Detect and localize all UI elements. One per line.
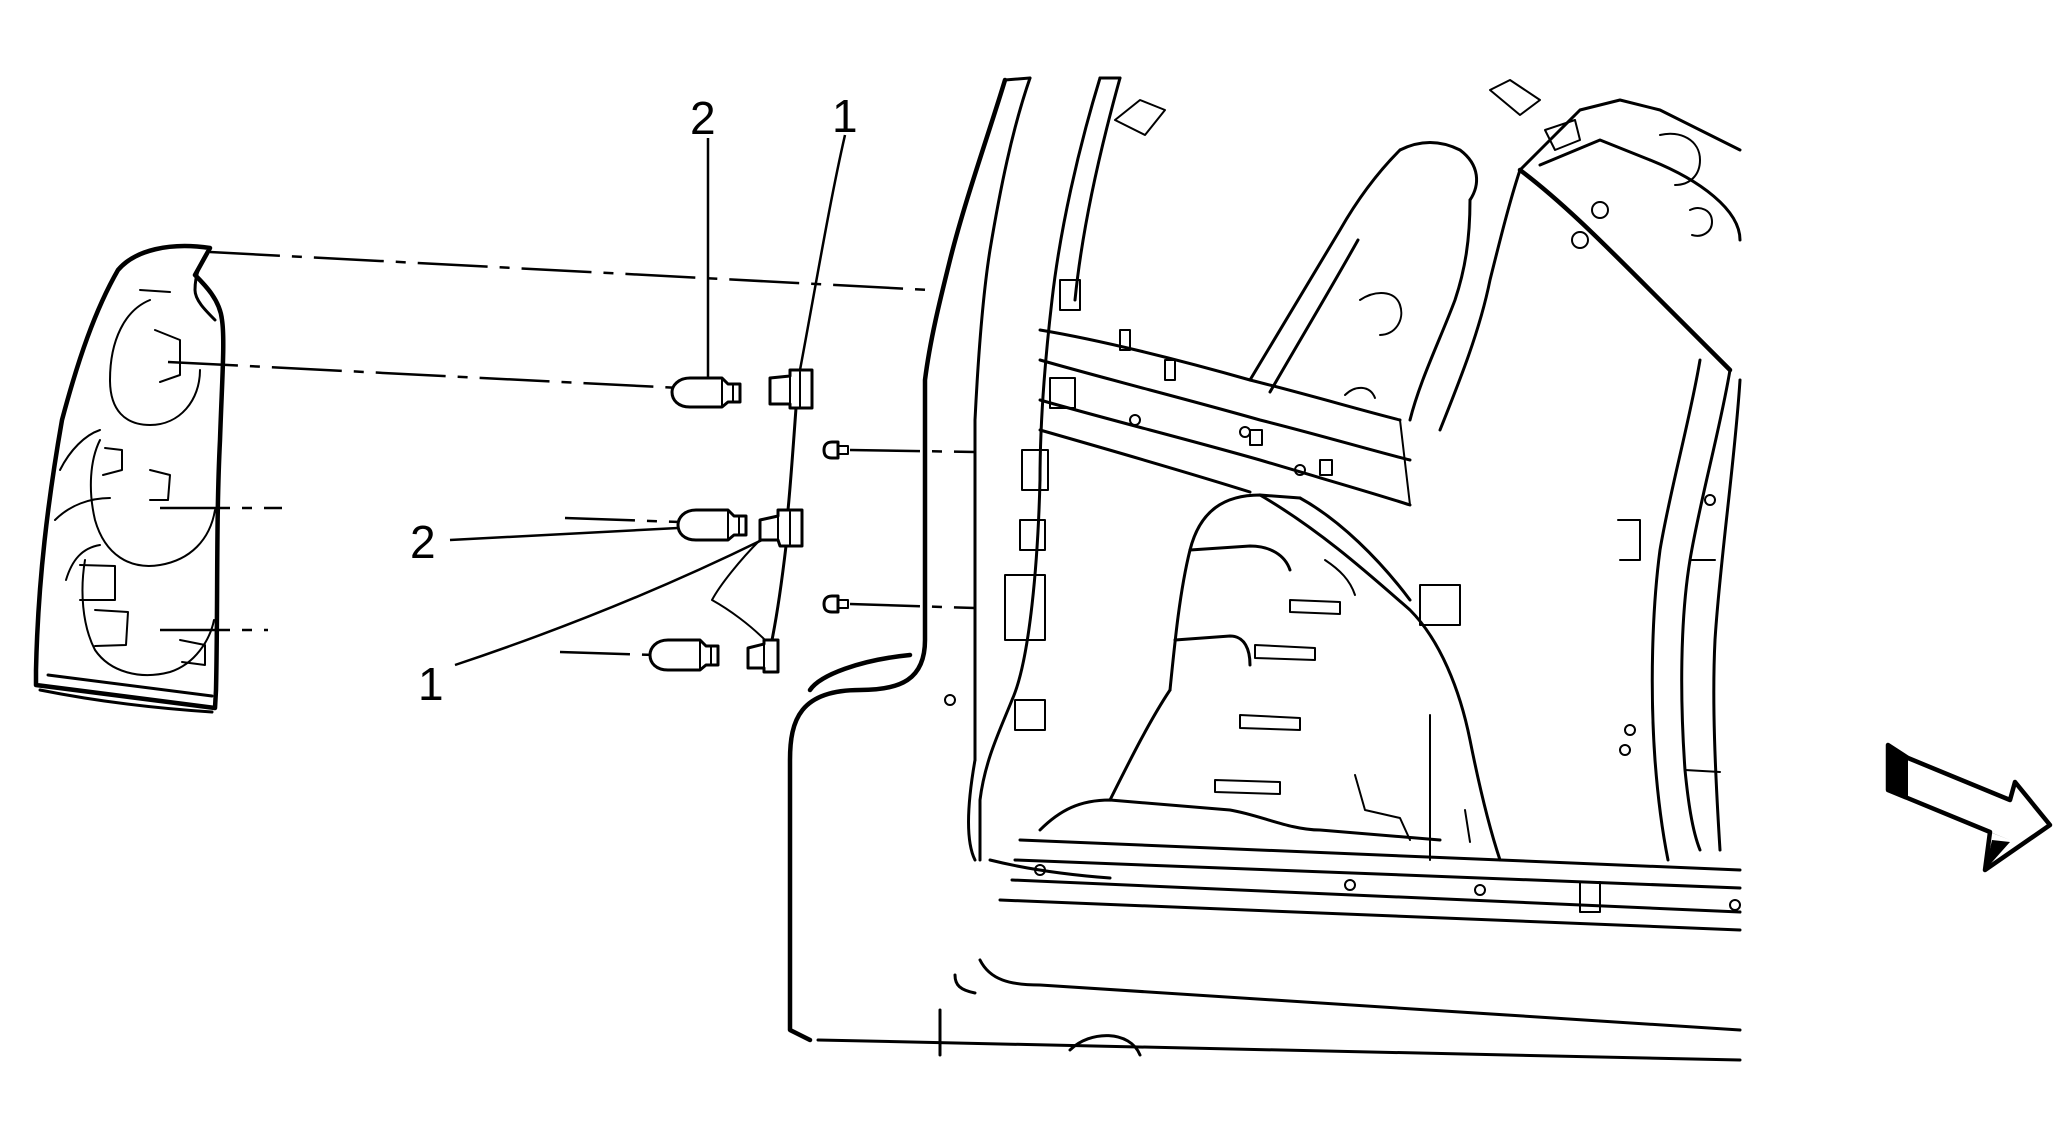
callout-leaders [449, 134, 847, 667]
callout-1-upper: 1 [832, 90, 858, 142]
callout-2-middle: 2 [410, 516, 436, 568]
socket-middle [758, 508, 804, 548]
bulb-upper [670, 376, 742, 409]
socket-lower [746, 638, 780, 674]
screw-upper [822, 440, 849, 460]
bulb-middle [676, 508, 748, 542]
socket-upper [768, 368, 814, 410]
bulb-lower [648, 638, 720, 672]
wiring-harness [711, 406, 798, 642]
alignment-lines [160, 250, 976, 657]
tail-lamp-assembly [33, 243, 226, 714]
screw-lower [822, 594, 849, 614]
front-direction-arrow-icon [1885, 742, 2053, 873]
callout-1-middle: 1 [418, 658, 444, 710]
callout-2-upper: 2 [690, 92, 716, 144]
vehicle-rear-body [787, 76, 1742, 1062]
